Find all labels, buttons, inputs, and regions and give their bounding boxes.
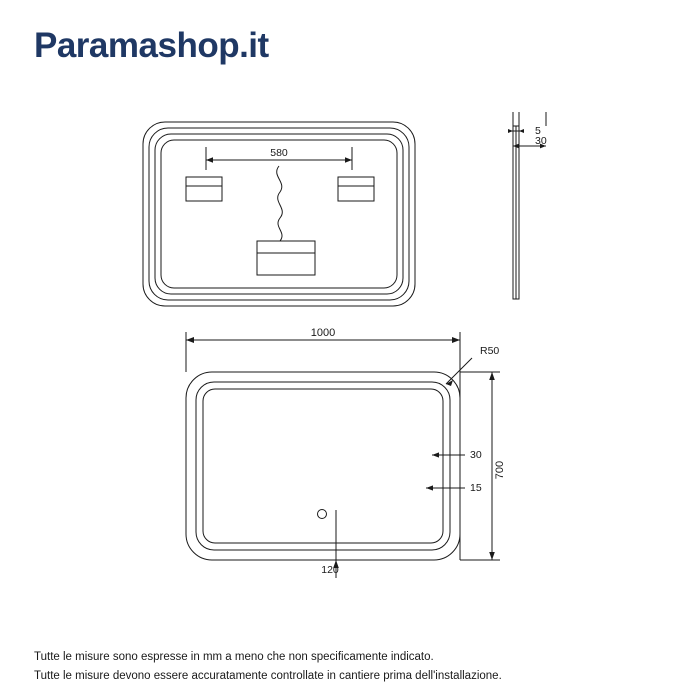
main-r50-leader [445, 357, 473, 385]
dim-label-120: 120 [321, 564, 339, 576]
dim-label-1000: 1000 [311, 327, 335, 339]
side-dim-arrow-30-left [513, 143, 519, 149]
main-dim-arrow-1000-right [452, 337, 460, 343]
front-view-frame-3 [154, 133, 404, 295]
side-dim-arrow-5-right [519, 129, 524, 133]
main-mirror-glass [202, 388, 444, 544]
note-line-1: Tutte le misure sono espresse in mm a me… [34, 651, 434, 663]
side-view-group [508, 112, 547, 300]
side-view-profile [512, 125, 520, 300]
note-line-2: Tutte le misure devono essere accuratame… [34, 670, 502, 682]
side-dim-arrow-5-left [508, 129, 513, 133]
main-dim-arrow-700-top [489, 372, 495, 380]
side-dim-arrow-30-right [540, 143, 546, 149]
dim-label-700: 700 [494, 461, 506, 479]
main-dim-arrow-1000-left [186, 337, 194, 343]
front-view-glass [160, 139, 398, 289]
main-mirror-led-band [195, 381, 451, 551]
front-driver-box [256, 240, 316, 276]
dim-label-30-side: 30 [535, 135, 547, 147]
main-view-group [185, 332, 500, 578]
main-mirror-outer [185, 371, 461, 561]
dim-label-15: 15 [470, 482, 482, 494]
main-dim-arrow-120 [333, 560, 339, 568]
dim-label-5: 5 [535, 125, 541, 137]
front-pad-left [185, 176, 223, 202]
front-dim-arrow-left [206, 157, 213, 163]
front-cable [276, 165, 283, 242]
front-view-outer-frame [142, 121, 416, 307]
dim-label-580: 580 [270, 147, 288, 159]
dim-label-r50: R50 [480, 345, 499, 357]
main-dim-arrow-30 [432, 452, 439, 458]
front-view-frame-2 [148, 127, 410, 301]
front-pad-right [337, 176, 375, 202]
brand-title: Paramashop.it [34, 26, 269, 65]
front-dim-arrow-right [345, 157, 352, 163]
main-r50-arrow [446, 380, 453, 386]
main-dim-arrow-700-bottom [489, 552, 495, 560]
main-touch-switch [317, 509, 327, 519]
front-view-group [142, 121, 416, 307]
dim-label-30-main: 30 [470, 449, 482, 461]
main-dim-arrow-15 [426, 485, 433, 491]
